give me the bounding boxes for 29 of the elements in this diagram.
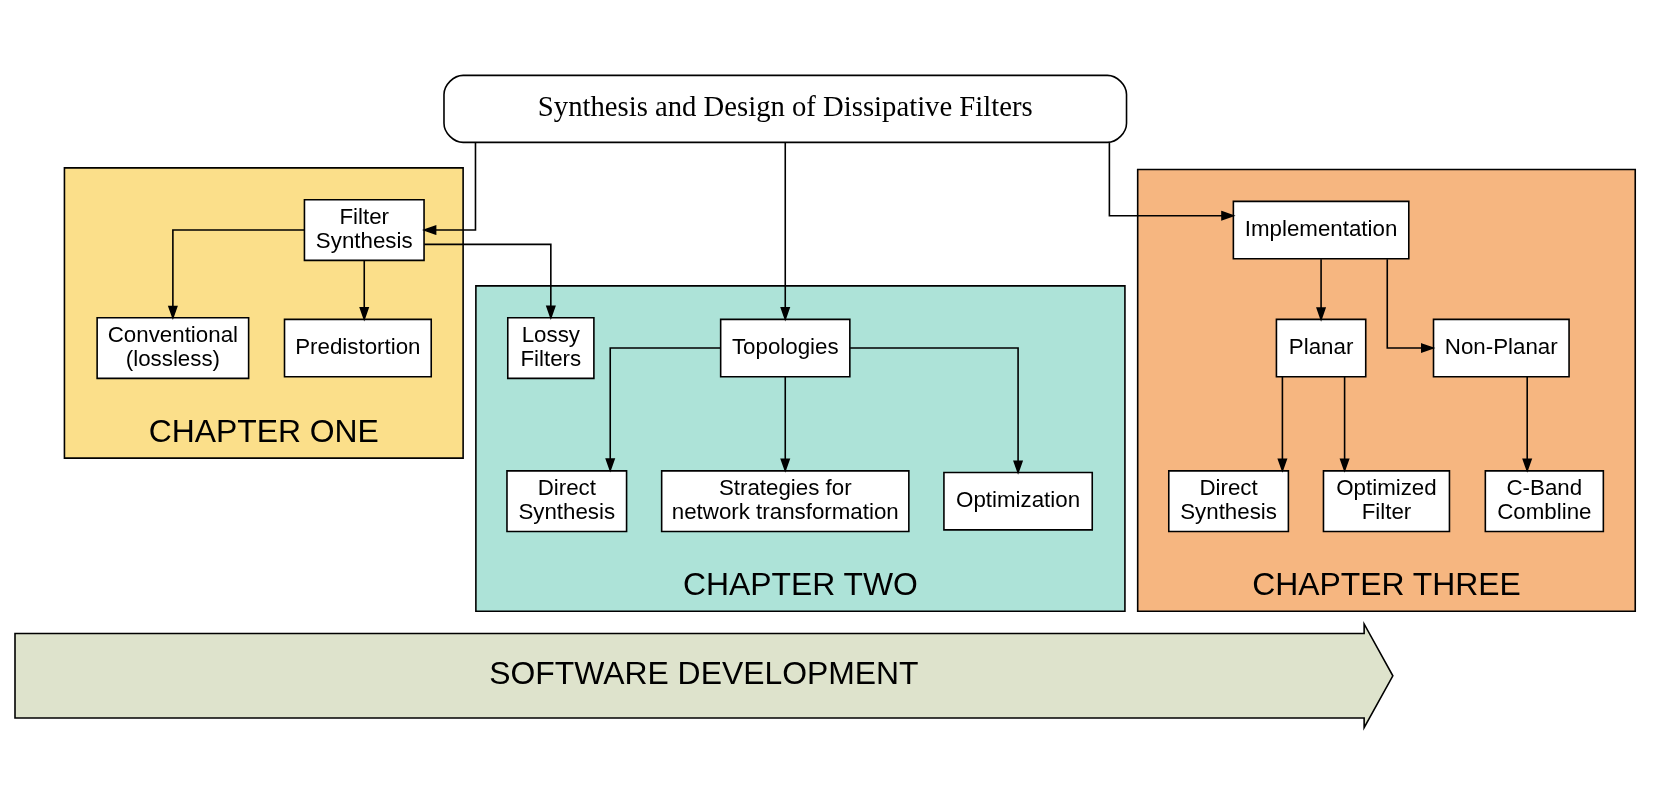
node-box: C-Band Combline	[1484, 470, 1605, 533]
arrow	[1386, 258, 1436, 354]
node-box: Topologies	[719, 318, 851, 378]
node-box: Strategies for network transformation	[660, 470, 910, 533]
node-box: Direct Synthesis	[506, 470, 628, 533]
arrow	[1522, 376, 1533, 473]
arrow	[359, 259, 370, 322]
node-box: Lossy Filters	[506, 317, 595, 380]
arrow	[167, 229, 305, 321]
arrow	[1339, 376, 1350, 473]
arrow	[849, 347, 1024, 475]
arrow	[422, 141, 477, 236]
node-box: Predistortion	[283, 318, 432, 378]
arrow	[780, 376, 791, 473]
arrow	[605, 347, 722, 473]
arrow	[1277, 376, 1288, 473]
node-box: Non-Planar	[1432, 318, 1570, 378]
node-box: Optimization	[943, 471, 1094, 531]
node-box: Filter Synthesis	[303, 198, 425, 262]
arrow	[423, 243, 556, 320]
node-box: Optimized Filter	[1322, 470, 1451, 533]
node-box: Direct Synthesis	[1168, 470, 1290, 533]
arrow	[1316, 258, 1327, 322]
node-box: Planar	[1275, 318, 1367, 378]
arrow	[1108, 141, 1236, 221]
node-box: Implementation	[1232, 200, 1410, 260]
node-box: Conventional (lossless)	[96, 317, 250, 380]
node-box: Synthesis and Design of Dissipative Filters	[443, 74, 1128, 144]
arrow	[780, 141, 791, 322]
